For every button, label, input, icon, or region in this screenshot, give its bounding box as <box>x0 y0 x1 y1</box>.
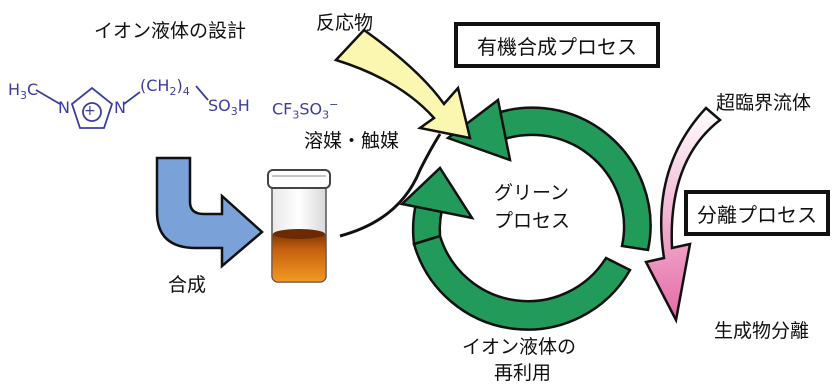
green-cycle-arrows <box>399 97 652 331</box>
imidazolium-ring <box>35 85 209 129</box>
positive-charge: + <box>84 103 96 119</box>
triflate-anion: CF3SO3− <box>272 98 339 122</box>
solvent-catalyst-label: 溶媒・触媒 <box>304 130 400 152</box>
reactants-label: 反応物 <box>316 12 374 34</box>
green-process-label-1: グリーン <box>494 182 570 204</box>
green-process-label-2: プロセス <box>494 210 571 232</box>
cycle-arc-left <box>412 234 632 331</box>
supercritical-arrow <box>644 106 722 324</box>
reuse-label-1: イオン液体の <box>462 336 577 358</box>
cycle-arrowhead-bottom <box>399 166 475 220</box>
synthesis-arrow <box>155 156 264 269</box>
synthesis-label: 合成 <box>168 274 207 296</box>
vial <box>267 169 331 283</box>
supercritical-fluid-label: 超臨界流体 <box>716 92 812 114</box>
reactant-arrow <box>333 28 472 140</box>
cycle-arrowhead-top <box>445 97 512 162</box>
ionic-liquid-design-label: イオン液体の設計 <box>94 20 247 42</box>
connector-line <box>339 133 442 238</box>
product-separation-label: 生成物分離 <box>714 320 810 342</box>
separation-process-box: 分離プロセス <box>684 190 830 236</box>
reuse-label-2: 再利用 <box>494 362 552 384</box>
nitrogen-right: N <box>114 98 126 117</box>
methyl-group: H3C <box>8 80 39 103</box>
cycle-arc-right <box>478 106 652 252</box>
butyl-chain: (CH2)4 <box>140 76 190 99</box>
nitrogen-left: N <box>58 98 70 117</box>
sulfonic-acid-group: SO3H <box>208 96 250 119</box>
organic-synthesis-process-box: 有機合成プロセス <box>454 22 660 68</box>
